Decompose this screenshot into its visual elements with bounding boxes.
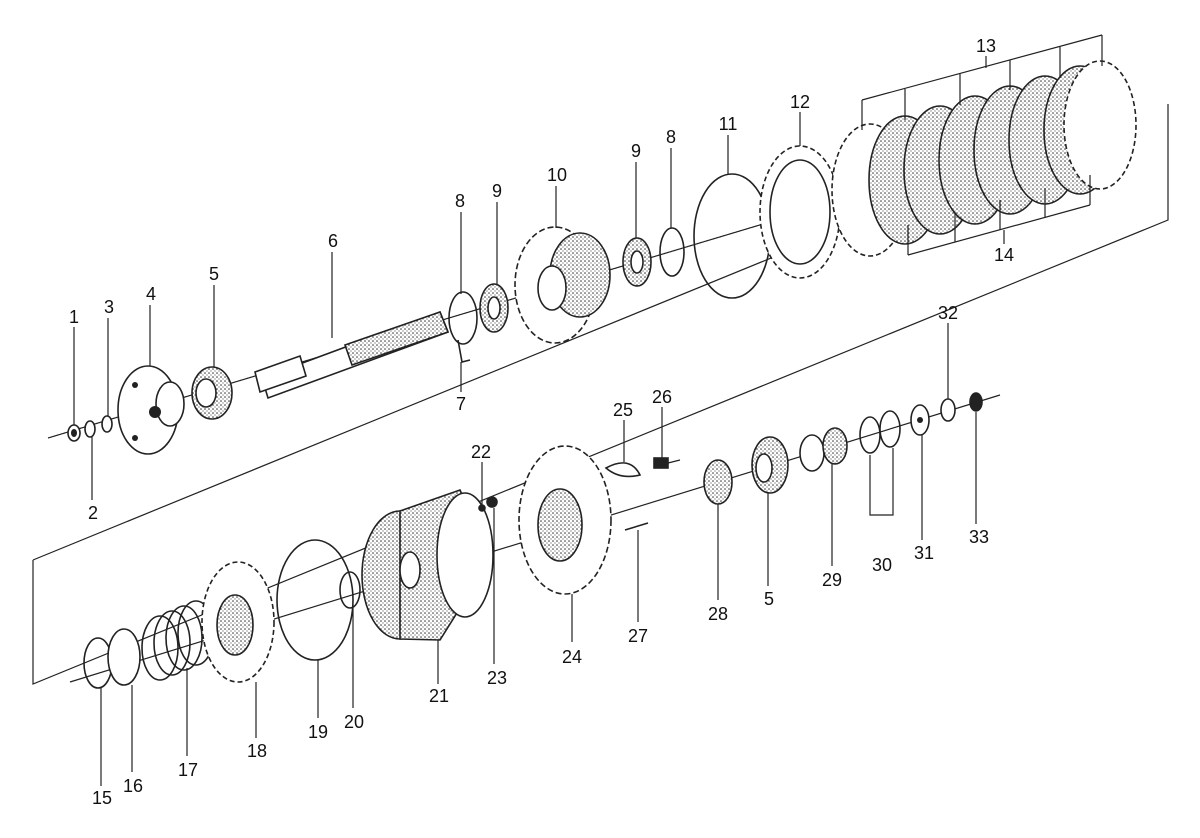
label-22: 22 — [471, 442, 491, 462]
part-10-gear — [514, 226, 611, 344]
leader-lines — [73, 56, 1005, 786]
label-4: 4 — [146, 284, 156, 304]
label-13: 13 — [976, 36, 996, 56]
bracket-13 — [861, 34, 1103, 130]
part-1-nut — [67, 424, 81, 442]
label-8-b: 8 — [666, 127, 676, 147]
label-11: 11 — [719, 114, 738, 134]
part-2-washer — [84, 420, 96, 438]
part-22-ball — [478, 504, 486, 512]
label-9-b: 9 — [631, 141, 641, 161]
label-30: 30 — [872, 555, 892, 575]
label-5-lower: 5 — [764, 589, 774, 609]
label-8-a: 8 — [455, 191, 465, 211]
part-5-bearing-upper — [191, 366, 233, 420]
part-11-retaining-ring — [693, 173, 771, 299]
part-4-flange — [117, 365, 185, 455]
part-12-pressure-plate — [759, 145, 841, 279]
part-21-clutch-drum — [361, 488, 494, 641]
part-19-seal-ring — [276, 539, 354, 661]
part-30-seal-rings — [859, 410, 901, 516]
label-5-upper: 5 — [209, 264, 219, 284]
part-26-bolt — [653, 457, 681, 469]
part-3-washer — [101, 415, 113, 433]
label-24: 24 — [562, 647, 582, 667]
label-29: 29 — [822, 570, 842, 590]
part-23-plug — [486, 496, 498, 508]
label-17: 17 — [178, 760, 198, 780]
part-28-bearing — [703, 459, 733, 505]
label-15: 15 — [92, 788, 112, 808]
part-25-clip — [604, 462, 642, 478]
part-5-bearing-lower — [751, 436, 789, 494]
part-32-lock-washer — [940, 398, 956, 422]
label-16: 16 — [123, 776, 143, 796]
label-27: 27 — [628, 626, 648, 646]
label-10: 10 — [547, 165, 567, 185]
label-32: 32 — [938, 303, 958, 323]
part-6-shaft — [254, 310, 450, 400]
part-24-gear — [518, 445, 612, 595]
part-13-14-clutch-pack — [831, 60, 1137, 257]
label-19: 19 — [308, 722, 328, 742]
label-2: 2 — [88, 503, 98, 523]
label-1: 1 — [69, 307, 79, 327]
part-18-gear — [201, 561, 275, 683]
label-6: 6 — [328, 231, 338, 251]
part-8-snap-ring-b — [659, 227, 685, 277]
label-26: 26 — [652, 387, 672, 407]
part-27-pin — [624, 522, 649, 531]
part-16-ring — [107, 628, 141, 686]
part-33-nut — [969, 392, 983, 412]
label-21: 21 — [429, 686, 449, 706]
label-25: 25 — [613, 400, 633, 420]
label-14: 14 — [994, 245, 1014, 265]
part-7-pin — [457, 339, 471, 363]
part-29-sleeve — [799, 427, 848, 472]
label-12: 12 — [790, 92, 810, 112]
label-23: 23 — [487, 668, 507, 688]
label-18: 18 — [247, 741, 267, 761]
label-20: 20 — [344, 712, 364, 732]
label-7: 7 — [456, 394, 466, 414]
label-9-a: 9 — [492, 181, 502, 201]
bracket-14 — [907, 175, 1091, 256]
part-9-bearing-b — [622, 237, 652, 287]
part-9-bearing-a — [479, 283, 509, 333]
part-20-o-ring — [339, 571, 361, 609]
part-8-snap-ring-a — [448, 291, 478, 345]
label-3: 3 — [104, 297, 114, 317]
label-31: 31 — [914, 543, 934, 563]
label-33: 33 — [969, 527, 989, 547]
part-31-washer — [910, 404, 930, 436]
label-28: 28 — [708, 604, 728, 624]
